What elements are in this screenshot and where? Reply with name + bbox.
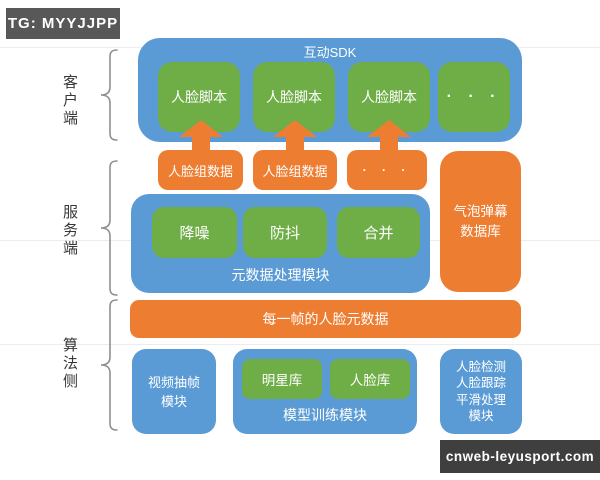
- face-script-box: 人脸脚本: [158, 62, 240, 132]
- sdk-container-box: 互动SDK 人脸脚本 人脸脚本 人脸脚本 · · ·: [138, 38, 522, 142]
- video-frame-module-box: 视频抽帧 模块: [132, 349, 216, 434]
- layer-label-server: 服务端: [61, 204, 78, 258]
- detection-module-line: 模块: [468, 409, 494, 423]
- bubble-db-line: 气泡弹幕: [453, 203, 508, 219]
- metadata-module-label: 元数据处理模块: [231, 267, 330, 283]
- face-script-ellipsis-box: · · ·: [438, 62, 510, 132]
- frame-metadata-bar: 每一帧的人脸元数据: [130, 300, 521, 338]
- metadata-module-box: 降噪 防抖 合并 元数据处理模块: [131, 194, 430, 293]
- video-module-line: 模块: [160, 393, 187, 409]
- up-arrow-icon: [179, 120, 223, 151]
- face-group-ellipsis-box: · · ·: [347, 150, 427, 190]
- algorithm-brace-icon: [100, 299, 118, 431]
- bubble-db-line: 数据库: [460, 223, 501, 239]
- star-library-box: 明星库: [242, 359, 322, 399]
- video-module-line: 视频抽帧: [147, 374, 200, 390]
- detection-module-line: 人脸检测: [455, 359, 506, 374]
- detection-module-line: 平滑处理: [455, 392, 506, 407]
- divider-line: [0, 344, 600, 345]
- bubble-danmaku-db-box: 气泡弹幕 数据库: [440, 151, 521, 292]
- antishake-step-box: 防抖: [243, 207, 327, 258]
- layer-label-algorithm: 算法侧: [61, 337, 78, 391]
- face-script-box: 人脸脚本: [253, 62, 335, 132]
- client-brace-icon: [100, 49, 118, 141]
- face-detection-module-box: 人脸检测 人脸跟踪 平滑处理 模块: [440, 349, 522, 434]
- tg-watermark-badge: TG: MYYJJPP: [6, 8, 120, 39]
- face-group-data-box: 人脸组数据: [158, 150, 243, 190]
- sdk-title: 互动SDK: [303, 45, 357, 60]
- up-arrow-icon: [273, 120, 317, 151]
- denoise-step-box: 降噪: [152, 207, 237, 258]
- face-library-box: 人脸库: [330, 359, 410, 399]
- merge-step-box: 合并: [337, 207, 420, 258]
- face-group-data-box: 人脸组数据: [253, 150, 337, 190]
- training-module-label: 模型训练模块: [283, 407, 367, 423]
- site-watermark-badge: cnweb-leyusport.com: [440, 440, 600, 473]
- model-training-module-box: 明星库 人脸库 模型训练模块: [233, 349, 417, 434]
- detection-module-line: 人脸跟踪: [455, 376, 506, 390]
- layer-label-client: 客户端: [61, 74, 78, 128]
- server-brace-icon: [100, 160, 118, 296]
- up-arrow-icon: [367, 120, 411, 151]
